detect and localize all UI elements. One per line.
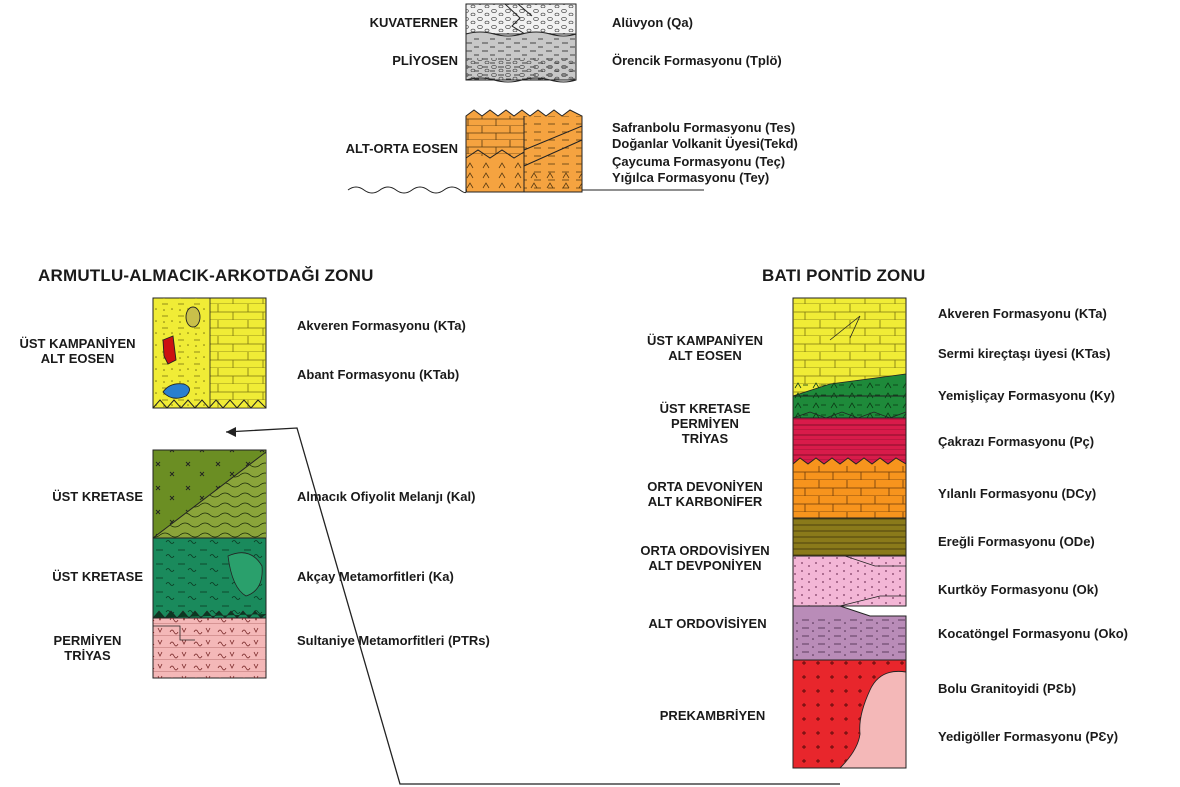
unit-label-caycuma: Çaycuma Formasyonu (Teç) bbox=[612, 154, 786, 169]
age-label-ust-kretase-2: ÜST KRETASE bbox=[52, 569, 143, 584]
age-label-ust-kretase-1: ÜST KRETASE bbox=[52, 489, 143, 504]
right-zone-title: BATI PONTİD ZONU bbox=[762, 266, 926, 285]
unit-label-r-yemislicay: Yemişliçay Formasyonu (Ky) bbox=[938, 388, 1116, 403]
age-label-alt-orta-eosen: ALT-ORTA EOSEN bbox=[345, 141, 458, 156]
age-label-alt-eosen: ALT EOSEN bbox=[40, 351, 115, 366]
age-label-permiyen: PERMİYEN bbox=[53, 633, 122, 648]
unit-label-r-eregli: Ereğli Formasyonu (ODe) bbox=[938, 534, 1095, 549]
age-label-r-triyas: TRİYAS bbox=[681, 431, 729, 446]
unit-label-r-bolu: Bolu Granitoyidi (PƐb) bbox=[938, 681, 1077, 696]
unit-label-r-kocatongel: Kocatöngel Formasyonu (Oko) bbox=[938, 626, 1128, 641]
unit-label-r-cakrazi: Çakrazı Formasyonu (Pç) bbox=[938, 434, 1095, 449]
age-label-r-alt-karbonifer: ALT KARBONİFER bbox=[647, 494, 763, 509]
unit-label-doganlar: Doğanlar Volkanit Üyesi(Tekd) bbox=[612, 136, 798, 151]
unit-label-akcay: Akçay Metamorfitleri (Ka) bbox=[297, 569, 454, 584]
unit-label-aluvyon: Alüvyon (Qa) bbox=[612, 15, 693, 30]
age-label-r-alt-ordovisiyen: ALT ORDOVİSİYEN bbox=[648, 616, 767, 631]
age-label-r-prekambriyen: PREKAMBRİYEN bbox=[659, 708, 766, 723]
age-label-r-orta-devoniyen: ORTA DEVONİYEN bbox=[647, 479, 763, 494]
age-label-r-permiyen: PERMİYEN bbox=[671, 416, 739, 431]
age-label-ust-kampaniyen: ÜST KAMPANİYEN bbox=[19, 336, 136, 351]
unit-label-akveren-left: Akveren Formasyonu (KTa) bbox=[297, 318, 466, 333]
unit-label-r-kurtkoy: Kurtköy Formasyonu (Ok) bbox=[938, 582, 1099, 597]
age-label-r-alt-devponiyen: ALT DEVPONİYEN bbox=[648, 558, 762, 573]
unit-label-abant: Abant Formasyonu (KTab) bbox=[297, 367, 460, 382]
unit-label-r-yilanli: Yılanlı Formasyonu (DCy) bbox=[938, 486, 1097, 501]
unit-label-r-sermi: Sermi kireçtaşı üyesi (KTas) bbox=[938, 346, 1111, 361]
age-label-r-orta-ordovisiyen: ORTA ORDOVİSİYEN bbox=[640, 543, 770, 558]
top-column bbox=[347, 3, 704, 194]
age-label-r-ust-kretase: ÜST KRETASE bbox=[659, 401, 751, 416]
unit-label-sultaniye: Sultaniye Metamorfitleri (PTRs) bbox=[297, 633, 490, 648]
unit-label-almacik: Almacık Ofiyolit Melanjı (Kal) bbox=[297, 489, 476, 504]
left-zone-title: ARMUTLU-ALMACIK-ARKOTDAĞI ZONU bbox=[38, 266, 374, 285]
unit-label-safranbolu: Safranbolu Formasyonu (Tes) bbox=[612, 120, 796, 135]
unit-label-r-akveren: Akveren Formasyonu (KTa) bbox=[938, 306, 1107, 321]
unit-label-orencik: Örencik Formasyonu (Tplö) bbox=[612, 53, 782, 68]
age-label-triyas: TRİYAS bbox=[64, 648, 111, 663]
age-label-r-alt-eosen: ALT EOSEN bbox=[668, 348, 742, 363]
age-label-r-ust-kampaniyen: ÜST KAMPANİYEN bbox=[646, 333, 764, 348]
unit-label-r-yedigoller: Yedigöller Formasyonu (PƐy) bbox=[938, 729, 1119, 744]
unit-label-yigilca: Yığılca Formasyonu (Tey) bbox=[612, 170, 770, 185]
age-label-pliyosen: PLİYOSEN bbox=[392, 53, 458, 68]
age-label-kuvaterner: KUVATERNER bbox=[369, 15, 458, 30]
